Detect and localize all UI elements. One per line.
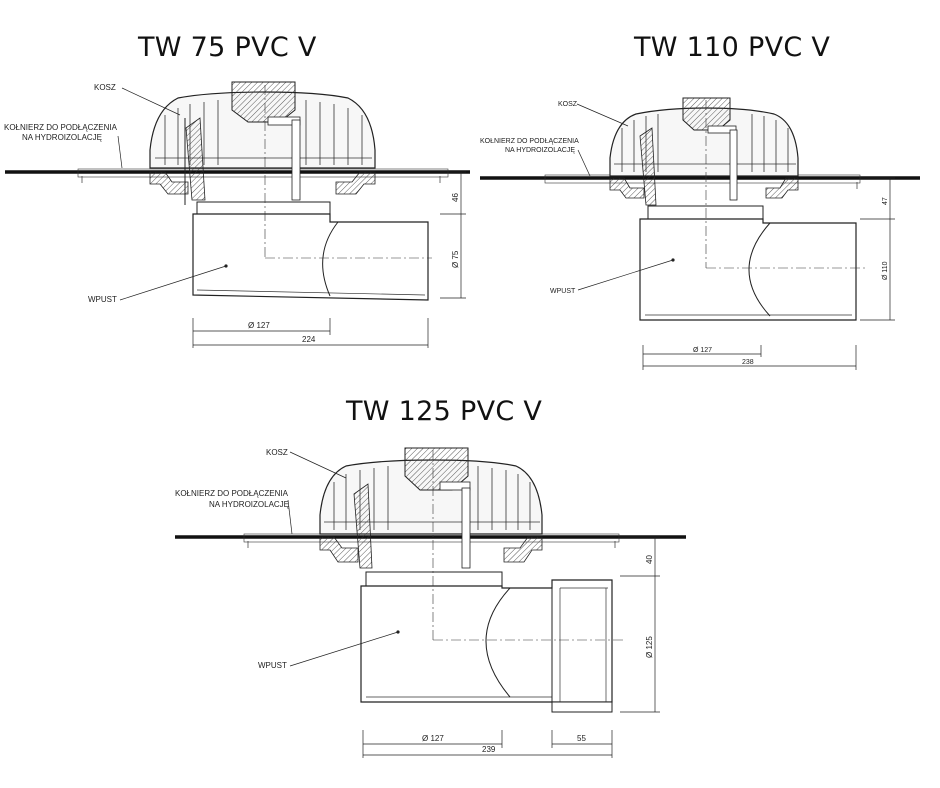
dim-total-width: 239 — [482, 745, 496, 754]
flange — [319, 536, 543, 563]
dim-inner-dia: Ø 127 — [693, 347, 712, 354]
label-basket: KOSZ — [558, 101, 578, 108]
drawing-tw75: KOSZ KOŁNIERZ DO PODŁĄCZENIA NA HYDROIZO… — [4, 81, 470, 348]
label-flange-1: KOŁNIERZ DO PODŁĄCZENIA — [480, 138, 579, 145]
flange — [149, 171, 376, 195]
label-flange-2: NA HYDROIZOLACJĘ — [22, 133, 102, 142]
dimensions — [192, 171, 466, 348]
dim-height: 40 — [645, 555, 654, 564]
dimensions — [642, 177, 895, 370]
label-basket: KOSZ — [94, 83, 116, 92]
labels: KOSZ KOŁNIERZ DO PODŁĄCZENIA NA HYDROIZO… — [4, 83, 227, 304]
dimensions — [362, 536, 660, 758]
outlet-body — [639, 100, 866, 321]
dim-total-width: 238 — [742, 359, 754, 366]
label-outlet: WPUST — [88, 295, 117, 304]
dim-inner-dia: Ø 127 — [248, 321, 270, 330]
dim-height: 47 — [882, 197, 889, 205]
roof-membrane — [5, 168, 470, 183]
roof-membrane — [480, 174, 920, 189]
dim-total-width: 224 — [302, 335, 316, 344]
labels: KOSZ KOŁNIERZ DO PODŁĄCZENIA NA HYDROIZO… — [480, 101, 674, 295]
outlet-body — [360, 450, 625, 713]
basket — [609, 97, 799, 206]
outlet-body — [192, 85, 432, 301]
basket — [149, 81, 376, 205]
label-flange-1: KOŁNIERZ DO PODŁĄCZENIA — [4, 123, 118, 132]
dim-socket: 55 — [577, 734, 586, 743]
labels: KOSZ KOŁNIERZ DO PODŁĄCZENIA NA HYDROIZO… — [175, 448, 399, 670]
dim-height: 46 — [451, 193, 460, 202]
label-flange-1: KOŁNIERZ DO PODŁĄCZENIA — [175, 489, 289, 498]
drawing-tw125: KOSZ KOŁNIERZ DO PODŁĄCZENIA NA HYDROIZO… — [175, 447, 686, 758]
title-tw110: TW 110 PVC V — [634, 32, 831, 63]
dim-pipe-dia: Ø 75 — [451, 250, 460, 268]
label-outlet: WPUST — [258, 661, 287, 670]
label-flange-2: NA HYDROIZOLACJĘ — [209, 500, 289, 509]
roof-membrane — [175, 533, 686, 548]
title-tw125: TW 125 PVC V — [346, 396, 543, 427]
dim-pipe-dia: Ø 125 — [645, 636, 654, 658]
dim-inner-dia: Ø 127 — [422, 734, 444, 743]
label-outlet: WPUST — [550, 288, 576, 295]
basket — [319, 447, 543, 569]
title-tw75: TW 75 PVC V — [138, 32, 317, 63]
drawing-tw110: KOSZ KOŁNIERZ DO PODŁĄCZENIA NA HYDROIZO… — [480, 97, 920, 370]
label-basket: KOSZ — [266, 448, 288, 457]
dim-pipe-dia: Ø 110 — [882, 261, 889, 280]
flange — [609, 177, 799, 199]
label-flange-2: NA HYDROIZOLACJĘ — [505, 147, 575, 154]
